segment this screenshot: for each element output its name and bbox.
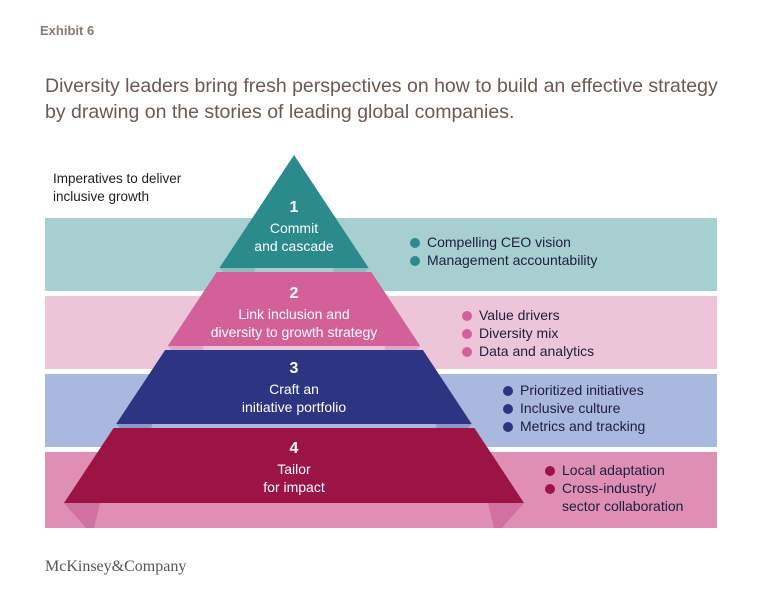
tier-label-line: Link inclusion and xyxy=(238,306,350,322)
bullet-text-line: Diversity mix xyxy=(479,325,559,341)
list-item: Data and analytics xyxy=(462,342,594,360)
bullet-text: Compelling CEO vision xyxy=(427,233,571,251)
bullet-text-line: sector collaboration xyxy=(562,498,684,514)
bullet-text-line: Compelling CEO vision xyxy=(427,234,571,250)
headline: Diversity leaders bring fresh perspectiv… xyxy=(45,75,718,123)
bullet-text: Data and analytics xyxy=(479,342,594,360)
tier-number: 1 xyxy=(289,199,299,216)
imperatives-title-line-1: Imperatives to deliver xyxy=(53,171,182,186)
tier-4-shadow-left xyxy=(64,503,100,528)
tier-number: 2 xyxy=(289,285,299,302)
tier-4-shape xyxy=(64,428,524,503)
imperatives-title-line-2: inclusive growth xyxy=(53,189,150,204)
bullet-text: Local adaptation xyxy=(562,461,665,479)
bullet-dot-icon xyxy=(503,404,513,414)
bullet-dot-icon xyxy=(462,329,472,339)
tier-label-line: Craft an xyxy=(269,381,319,397)
list-item: Compelling CEO vision xyxy=(410,233,597,251)
tier-1-shape xyxy=(219,155,369,268)
imperatives-title: Imperatives to deliver inclusive growth xyxy=(53,170,181,206)
tier-label-line: and cascade xyxy=(254,238,334,254)
tier-label-line: diversity to growth strategy xyxy=(210,324,378,340)
tier-label-line: Tailor xyxy=(277,461,311,477)
bullet-text-line: Local adaptation xyxy=(562,462,665,478)
list-item: Management accountability xyxy=(410,251,597,269)
tier-label-line: initiative portfolio xyxy=(241,399,347,415)
bullet-dot-icon xyxy=(410,256,420,266)
list-item: Diversity mix xyxy=(462,324,594,342)
bullet-text-line: Management accountability xyxy=(427,252,598,268)
list-item: Prioritized initiatives xyxy=(503,381,645,399)
bullet-dot-icon xyxy=(462,311,472,321)
tier-2-shape xyxy=(167,272,421,346)
bullet-text: Value drivers xyxy=(479,306,560,324)
list-item: Inclusive culture xyxy=(503,399,645,417)
bullet-dot-icon xyxy=(545,466,555,476)
bullet-text-line: Prioritized initiatives xyxy=(520,382,644,398)
list-item: Metrics and tracking xyxy=(503,417,645,435)
bullet-dot-icon xyxy=(545,484,555,494)
tier-number: 3 xyxy=(289,360,299,377)
bullet-dot-icon xyxy=(503,422,513,432)
bullet-dot-icon xyxy=(503,386,513,396)
bullet-text-line: Data and analytics xyxy=(479,343,595,359)
bullet-text-line: Cross-industry/ xyxy=(562,480,657,496)
tier-3-shape xyxy=(116,350,472,424)
bullet-text: Metrics and tracking xyxy=(520,417,645,435)
tier-number: 4 xyxy=(289,440,299,457)
bullet-text-line: Metrics and tracking xyxy=(520,418,646,434)
list-item: Local adaptation xyxy=(545,461,683,479)
tier-label-line: Commit xyxy=(269,220,319,236)
band-1 xyxy=(45,218,717,291)
bullet-text-line: Inclusive culture xyxy=(520,400,621,416)
footer-logo: McKinsey&Company xyxy=(45,558,187,575)
list-item: Cross-industry/sector collaboration xyxy=(545,479,683,515)
tier-label-line: for impact xyxy=(263,479,325,495)
bullet-text: Cross-industry/sector collaboration xyxy=(562,479,683,515)
bullet-dot-icon xyxy=(410,238,420,248)
bullet-text: Diversity mix xyxy=(479,324,558,342)
bullet-text: Inclusive culture xyxy=(520,399,620,417)
exhibit-label: Exhibit 6 xyxy=(40,23,95,38)
bullet-text-line: Value drivers xyxy=(479,307,560,323)
bullet-text: Prioritized initiatives xyxy=(520,381,644,399)
tier-4-shadow-right xyxy=(488,503,524,528)
list-item: Value drivers xyxy=(462,306,594,324)
bullet-text: Management accountability xyxy=(427,251,597,269)
bullet-dot-icon xyxy=(462,347,472,357)
